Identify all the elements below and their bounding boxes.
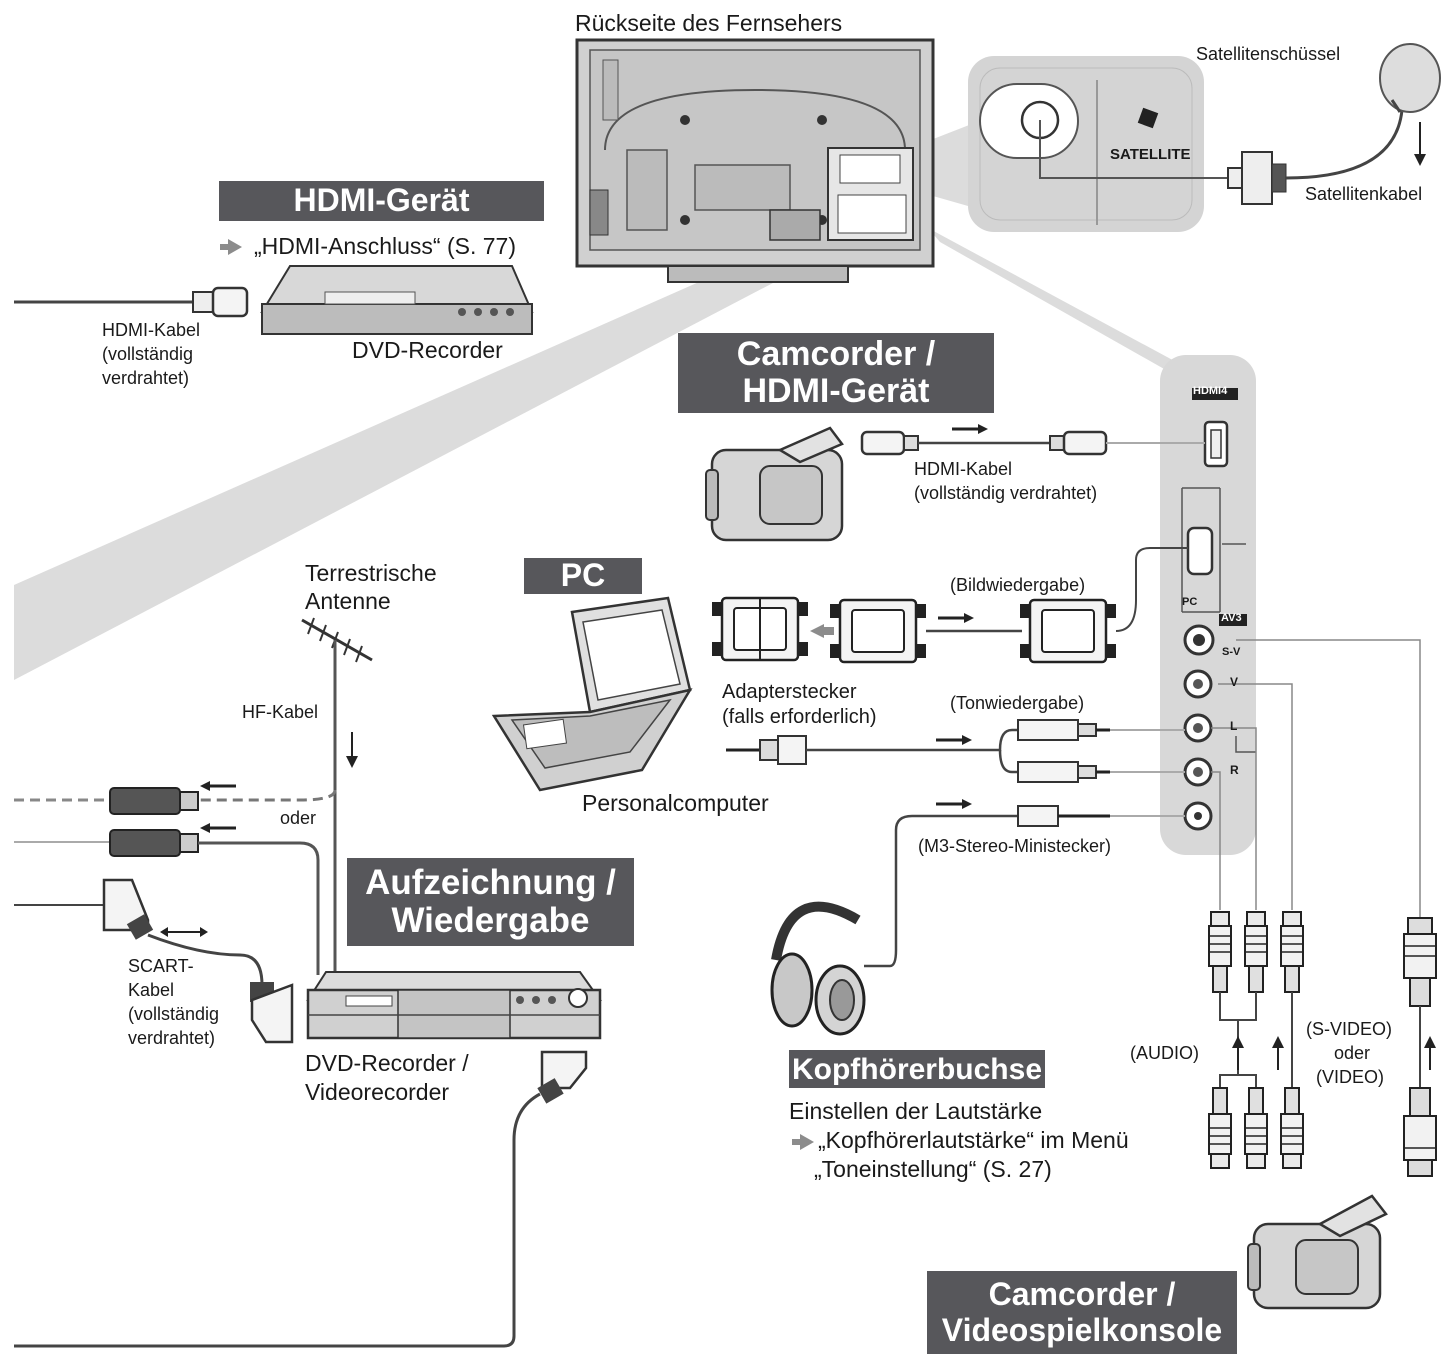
av-cables: [1208, 639, 1437, 1177]
stereo-plug-label: (M3-Stereo-Ministecker): [918, 836, 1112, 856]
hdmi-reference: „HDMI-Anschluss“ (S. 77): [254, 233, 516, 259]
av3-port-label: AV3: [1221, 612, 1242, 624]
or-label: oder: [280, 808, 317, 828]
bottom-scart-cable: [14, 1050, 588, 1348]
camcorder-game-banner: Camcorder /Videospielkonsole: [927, 1271, 1237, 1354]
scart-cable: [14, 878, 294, 1044]
reference-arrow-icon: [220, 239, 242, 255]
personal-computer-label: Personalcomputer: [582, 790, 769, 816]
pc-vga-cable: [710, 547, 1188, 664]
video-label: (Bildwiedergabe): [950, 575, 1086, 595]
hdmi-device-banner: HDMI-Gerät: [219, 181, 544, 221]
adapter-label: (falls erforderlich): [722, 706, 877, 728]
hdmi4-port-label: HDMI4: [1193, 385, 1228, 397]
scart-cable-label: Kabel: [128, 980, 175, 1000]
hdmi-cable-label: verdrahtet): [102, 368, 190, 388]
hdmi-cable-label: HDMI-Kabel: [102, 320, 201, 340]
r-port-label: R: [1230, 763, 1239, 777]
tv-back-title: Rückseite des Fernsehers: [575, 10, 843, 36]
satellite-inset: [968, 43, 1441, 232]
audio-label: (Tonwiedergabe): [950, 693, 1085, 713]
antenna-rf: [14, 617, 373, 980]
headphone-text: „Toneinstellung“ (S. 27): [814, 1156, 1052, 1182]
dvd-vcr-label: Videorecorder: [305, 1079, 450, 1105]
tv-side-panel: [1160, 355, 1256, 855]
scart-cable-label: verdrahtet): [128, 1028, 216, 1048]
camcorder-hdmi-banner: Camcorder /HDMI-Gerät: [678, 333, 994, 413]
camcorder-hdmi-cable-label: HDMI-Kabel: [914, 459, 1013, 479]
camcorder-bottom: [1247, 1194, 1388, 1310]
camcorder-hdmi-cable-label: (vollständig verdrahtet): [914, 483, 1098, 503]
av-svideo-label: (VIDEO): [1316, 1067, 1385, 1087]
pc-banner: PC: [524, 558, 642, 594]
laptop-illustration: [491, 596, 693, 792]
dvd-vcr-label: DVD-Recorder /: [305, 1050, 469, 1076]
pc-audio-cable: [726, 719, 1185, 783]
headphone-text: „Kopfhörerlautstärke“ im Menü: [818, 1127, 1129, 1153]
av-svideo-label: (S-VIDEO): [1306, 1019, 1393, 1039]
antenna-label: Terrestrische: [305, 560, 437, 586]
dvd-recorder-label: DVD-Recorder: [352, 337, 503, 363]
scart-cable-label: SCART-: [128, 956, 194, 976]
av-audio-label: (AUDIO): [1130, 1043, 1199, 1063]
headphone-banner: Kopfhörerbuchse: [789, 1050, 1045, 1088]
tv-back-illustration: [575, 38, 935, 283]
camcorder-hdmi-cable: [860, 424, 1205, 456]
antenna-label: Antenne: [305, 588, 391, 614]
satellite-dish-label: Satellitenschüssel: [1196, 44, 1341, 64]
satellite-port-label: SATELLITE: [1110, 146, 1191, 163]
sv-port-label: S-V: [1222, 646, 1241, 658]
headphone-text: Einstellen der Lautstärke: [789, 1098, 1043, 1124]
dvd-vcr-illustration: [306, 971, 602, 1040]
adapter-label: Adapterstecker: [722, 681, 857, 703]
reference-arrow-icon: [792, 1134, 814, 1150]
headphones: [770, 799, 1185, 1036]
l-port-label: L: [1230, 719, 1238, 733]
camcorder-top: [705, 426, 844, 542]
scart-cable-label: (vollständig: [128, 1004, 220, 1024]
v-port-label: V: [1230, 675, 1239, 689]
dvd-recorder-hdmi: [14, 265, 534, 335]
recording-banner: Aufzeichnung /Wiedergabe: [347, 858, 634, 946]
hdmi-cable-label: (vollständig: [102, 344, 194, 364]
pc-port-label: PC: [1182, 596, 1198, 608]
satellite-cable-label: Satellitenkabel: [1305, 184, 1423, 204]
rf-cable-label: HF-Kabel: [242, 702, 319, 722]
av-svideo-label: oder: [1334, 1043, 1371, 1063]
